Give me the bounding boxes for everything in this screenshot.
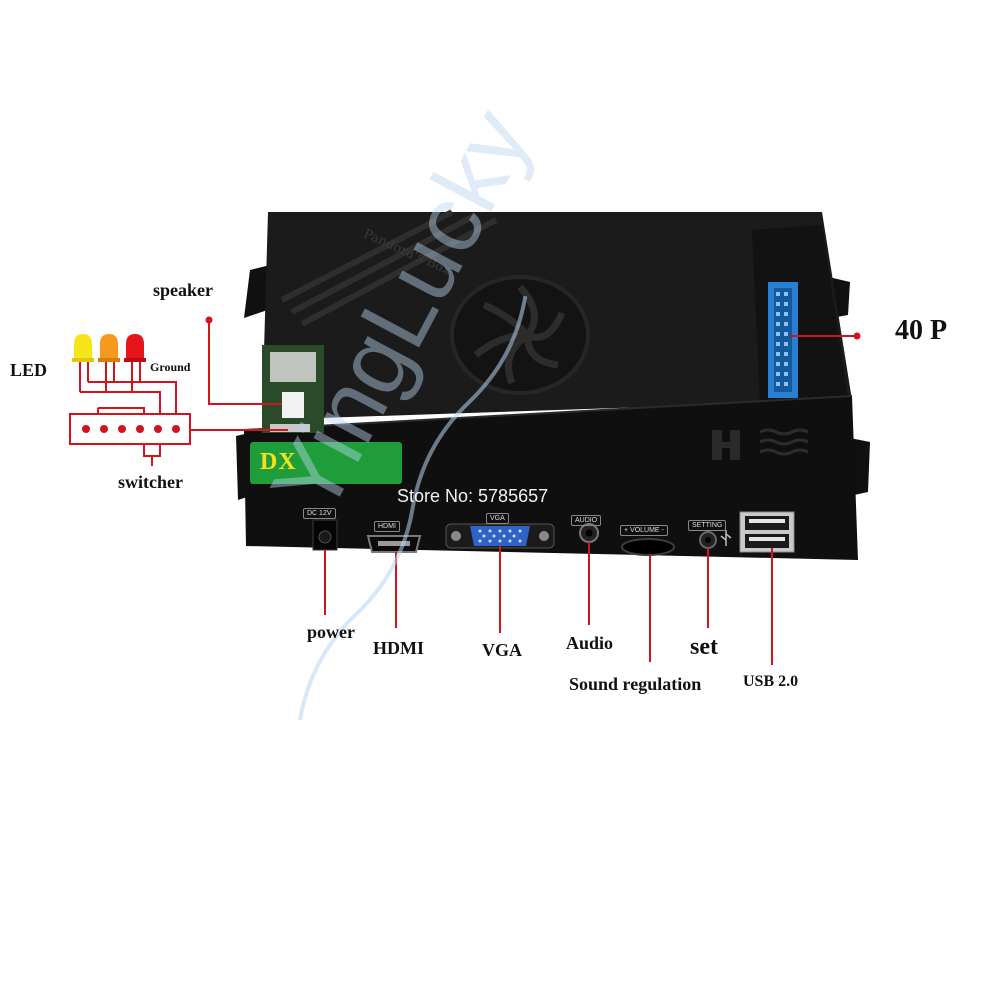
side-pcb: [262, 345, 324, 433]
port-label-vga: VGA: [486, 513, 509, 524]
audio-jack: [579, 523, 599, 543]
pointer-lines: [208, 320, 857, 665]
label-sound-regulation: Sound regulation: [569, 674, 702, 694]
watermark-logo: [298, 295, 528, 721]
label-ground: Ground: [150, 360, 191, 374]
usb-symbol-icon: [720, 530, 732, 546]
usb-ports: [739, 511, 795, 553]
pointer-dots: [205, 316, 861, 340]
port-label-volume: + VOLUME -: [620, 525, 668, 536]
led-icon-yellow: [72, 334, 94, 362]
switcher-connector: [69, 413, 191, 445]
volume-wheel: [621, 538, 675, 556]
port-label-dc: DC 12V: [303, 508, 336, 519]
led-icon-red: [124, 334, 146, 362]
emboss-mark: [712, 430, 740, 460]
brand-badge-text: DX: [260, 449, 297, 475]
port-label-hdmi: HDMI: [374, 521, 400, 532]
port-label-setting: SETTING: [688, 520, 727, 531]
label-led: LED: [10, 360, 48, 380]
brand-badge: DX: [250, 442, 402, 484]
store-number: Store No: 5785657: [397, 486, 549, 506]
device-right-block: [752, 225, 848, 404]
device-front-panel: [244, 396, 858, 560]
label-speaker: speaker: [153, 280, 213, 300]
fan-vent-icon: [450, 275, 590, 395]
label-switcher: switcher: [118, 472, 183, 492]
port-label-audio: AUDIO: [571, 515, 602, 526]
label-audio: Audio: [566, 633, 614, 653]
label-hdmi: HDMI: [373, 638, 424, 658]
lid-grooves: [280, 209, 498, 327]
label-power: power: [307, 622, 355, 642]
forty-pin-connector: [768, 282, 798, 398]
hdmi-port: [366, 535, 422, 553]
vga-port: [445, 523, 555, 549]
label-vga: VGA: [482, 640, 522, 660]
label-usb: USB 2.0: [743, 673, 799, 690]
setting-button: [699, 531, 717, 549]
wave-emboss-icon: [759, 428, 809, 456]
led-icon-orange: [98, 334, 120, 362]
label-40p: 40 P: [895, 315, 948, 346]
label-set: set: [690, 634, 718, 660]
